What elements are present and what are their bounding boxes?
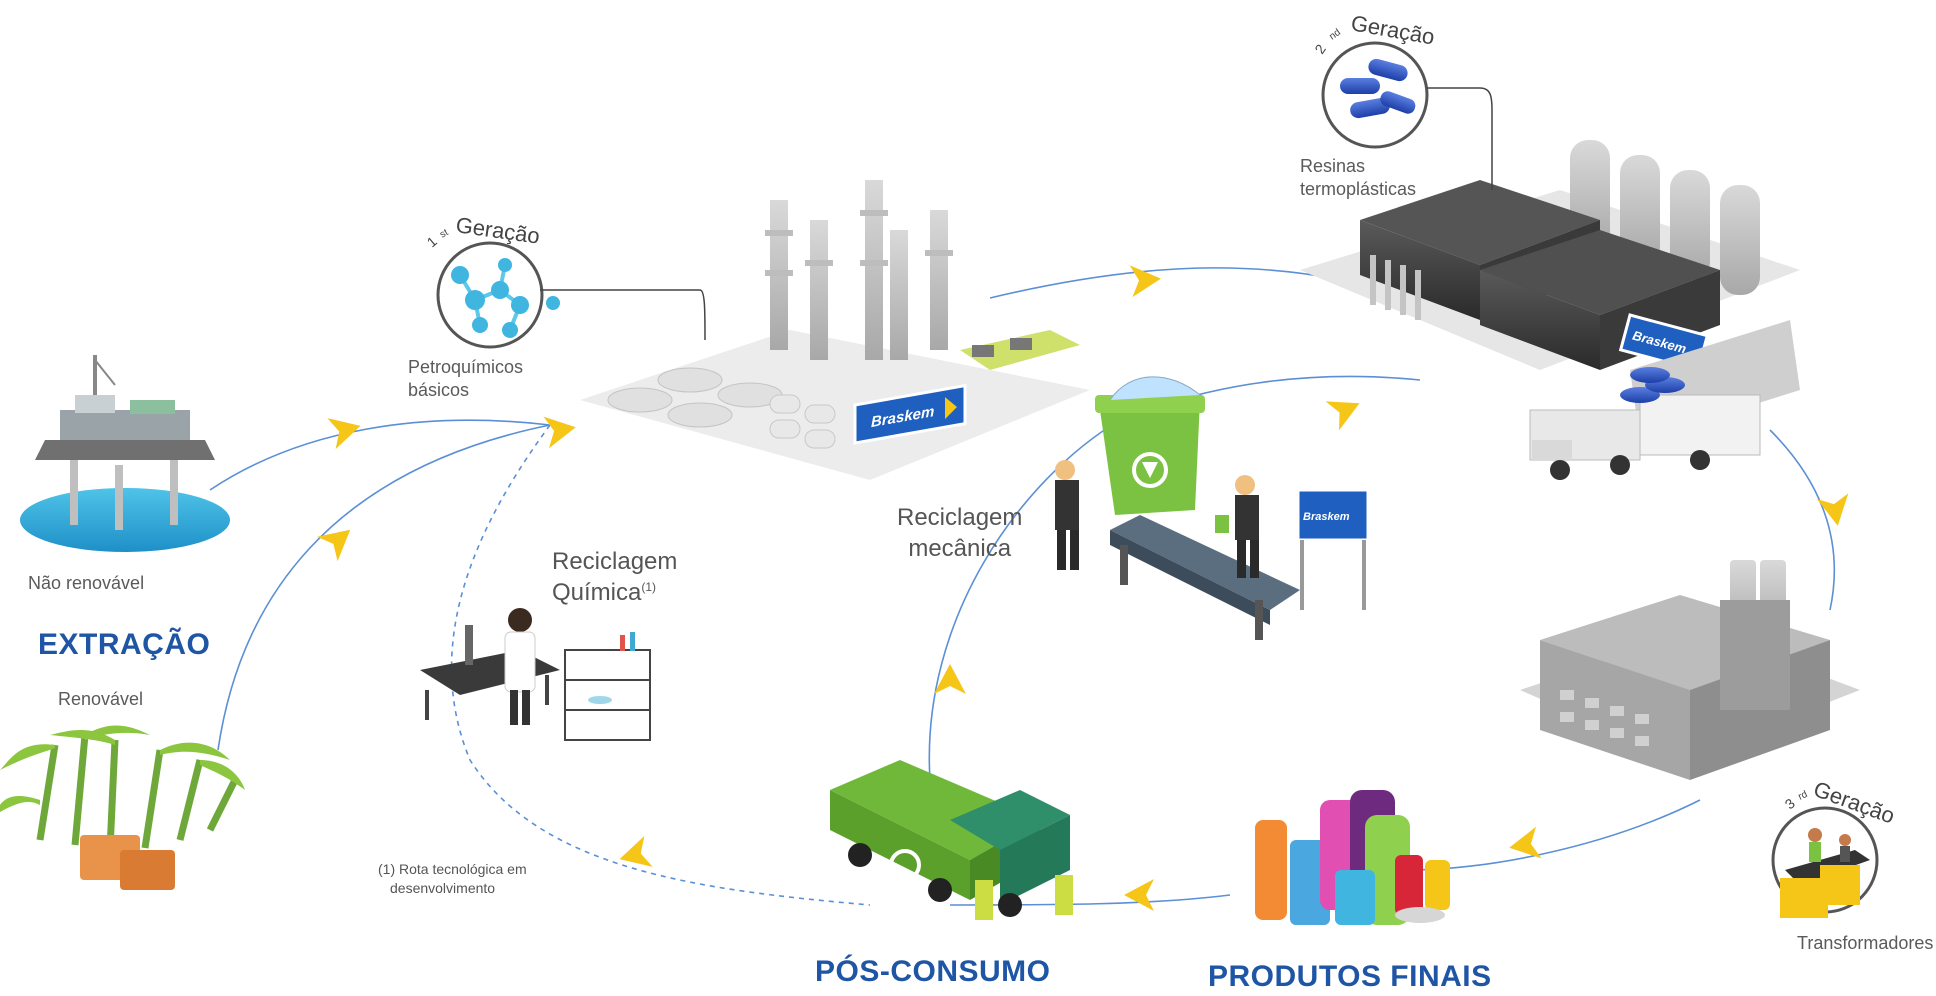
chemical-recycling-line2: Química — [552, 579, 642, 607]
mechanical-recycling-label: Reciclagem mecânica — [897, 502, 1022, 564]
garbage-truck-illustration — [830, 760, 1073, 920]
braskem-logo: Braskem — [1303, 511, 1350, 523]
arrow-icon — [1129, 262, 1163, 298]
third-generation-workers-icon: 3 rd Geração — [1771, 776, 1898, 918]
renewable-label: Renovável — [58, 689, 144, 709]
transformers-label: Transformadores — [1797, 933, 1934, 953]
footnote-line1: (1) Rota tecnológica em — [378, 861, 527, 877]
svg-text:st: st — [438, 227, 450, 241]
first-generation-molecule-icon: 1 st Geração — [424, 212, 706, 349]
footnote-marker: (1) — [641, 580, 657, 595]
recycle-icon — [889, 849, 921, 881]
chemical-recycling-line1: Reciclagem — [552, 548, 678, 575]
svg-text:3: 3 — [1782, 795, 1798, 812]
resin-plant-illustration: Braskem — [1300, 140, 1800, 480]
arrow-icon — [1124, 879, 1154, 911]
arrow-icon — [1816, 493, 1854, 529]
thermoplastic-resins-line2: termoplásticas — [1300, 178, 1417, 199]
mechanical-recycling-illustration: Braskem — [1055, 376, 1370, 640]
flow-lines — [209, 267, 1836, 906]
thermoplastic-resins-line1: Resinas — [1300, 156, 1366, 176]
mechanical-recycling-line1: Reciclagem — [897, 504, 1023, 531]
basic-petrochemicals-label: Petroquímicos básicos — [408, 356, 523, 401]
non-renewable-label: Não renovável — [28, 573, 145, 593]
arrow-icon — [934, 664, 966, 694]
thermoplastic-resins-label: Resinas termoplásticas — [1300, 155, 1416, 200]
basic-petrochemicals-line2: básicos — [408, 379, 470, 400]
chemical-recycling-dashed-route — [450, 424, 871, 906]
svg-text:rd: rd — [1797, 789, 1810, 803]
svg-text:2: 2 — [1311, 41, 1329, 57]
offshore-platform-illustration — [20, 355, 230, 552]
transformer-factory-illustration — [1520, 560, 1860, 780]
recycle-icon — [1132, 452, 1168, 488]
sugarcane-illustration — [0, 725, 245, 890]
final-products-illustration — [1255, 790, 1450, 925]
footnote: (1) Rota tecnológica em desenvolvimento — [378, 860, 527, 898]
extraction-heading: EXTRAÇÃO — [38, 628, 211, 661]
basic-petrochemicals-line1: Petroquímicos — [408, 357, 524, 377]
post-consumption-heading: PÓS-CONSUMO — [815, 955, 1051, 988]
arrow-icon — [1325, 388, 1367, 431]
second-generation-pellets-icon: 2 nd Geração — [1311, 10, 1493, 190]
arrow-icon — [543, 411, 579, 449]
svg-text:1: 1 — [424, 233, 440, 250]
mechanical-recycling-line2: mecânica — [908, 535, 1012, 563]
chemical-recycling-lab-illustration — [420, 608, 651, 741]
final-products-heading: PRODUTOS FINAIS — [1208, 960, 1492, 993]
chemical-recycling-label: Reciclagem Química(1) — [552, 546, 677, 608]
footnote-line2: desenvolvimento — [390, 879, 496, 896]
petrochemical-plant-illustration: Braskem — [580, 180, 1090, 480]
arrow-icon — [316, 517, 361, 562]
svg-text:nd: nd — [1327, 27, 1342, 42]
